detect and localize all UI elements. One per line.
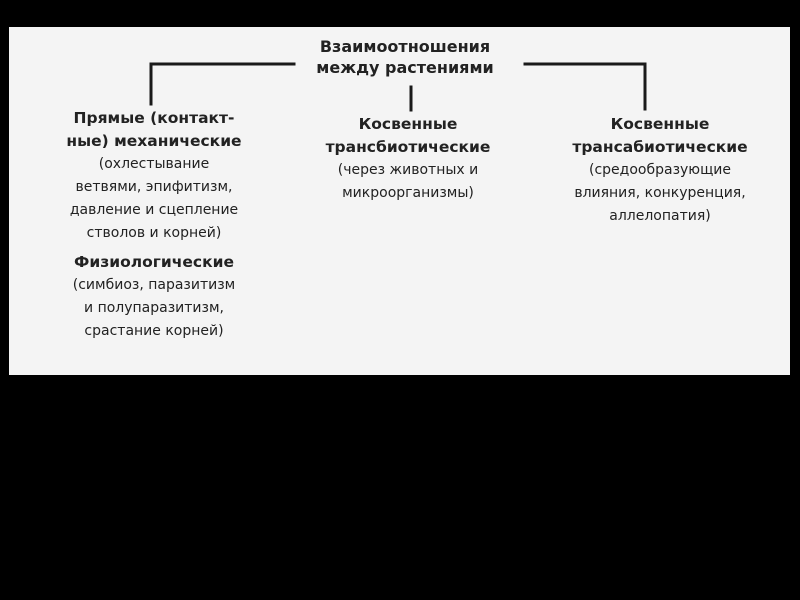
diagram-panel: Взаимоотношения между растениями Прямые … <box>9 27 790 375</box>
direct-description: (охлестывание ветвями, эпифитизм, давлен… <box>69 156 239 241</box>
direct-title-line-1: Прямые (контакт- <box>73 109 235 127</box>
transbiotic-title-line-1: Косвенные <box>358 115 458 133</box>
root-node: Взаимоотношения между растениями <box>285 36 525 78</box>
transabiotic-title-line-2: трансабиотические <box>572 138 748 156</box>
direct-mechanical-node: Прямые (контакт- ные) механические (охле… <box>27 107 281 343</box>
transabiotic-title-line-1: Косвенные <box>610 115 710 133</box>
transbiotic-title-line-2: трансбиотические <box>325 138 491 156</box>
physiological-description: (симбиоз, паразитизм и полупаразитизм, с… <box>72 277 236 339</box>
root-line-1: Взаимоотношения <box>319 37 491 56</box>
connector-lines <box>149 62 647 112</box>
transbiotic-description: (через животных и микроорганизмы) <box>337 162 479 201</box>
direct-title-line-2: ные) механические <box>66 132 242 150</box>
root-line-2: между растениями <box>316 58 494 77</box>
physiological-title: Физиологические <box>74 253 234 271</box>
transabiotic-node: Косвенные трансабиотические (средообразу… <box>543 113 777 228</box>
transbiotic-node: Косвенные трансбиотические (через животн… <box>295 113 521 205</box>
transabiotic-description: (средообразующие влияния, конкуренция, а… <box>574 162 746 224</box>
